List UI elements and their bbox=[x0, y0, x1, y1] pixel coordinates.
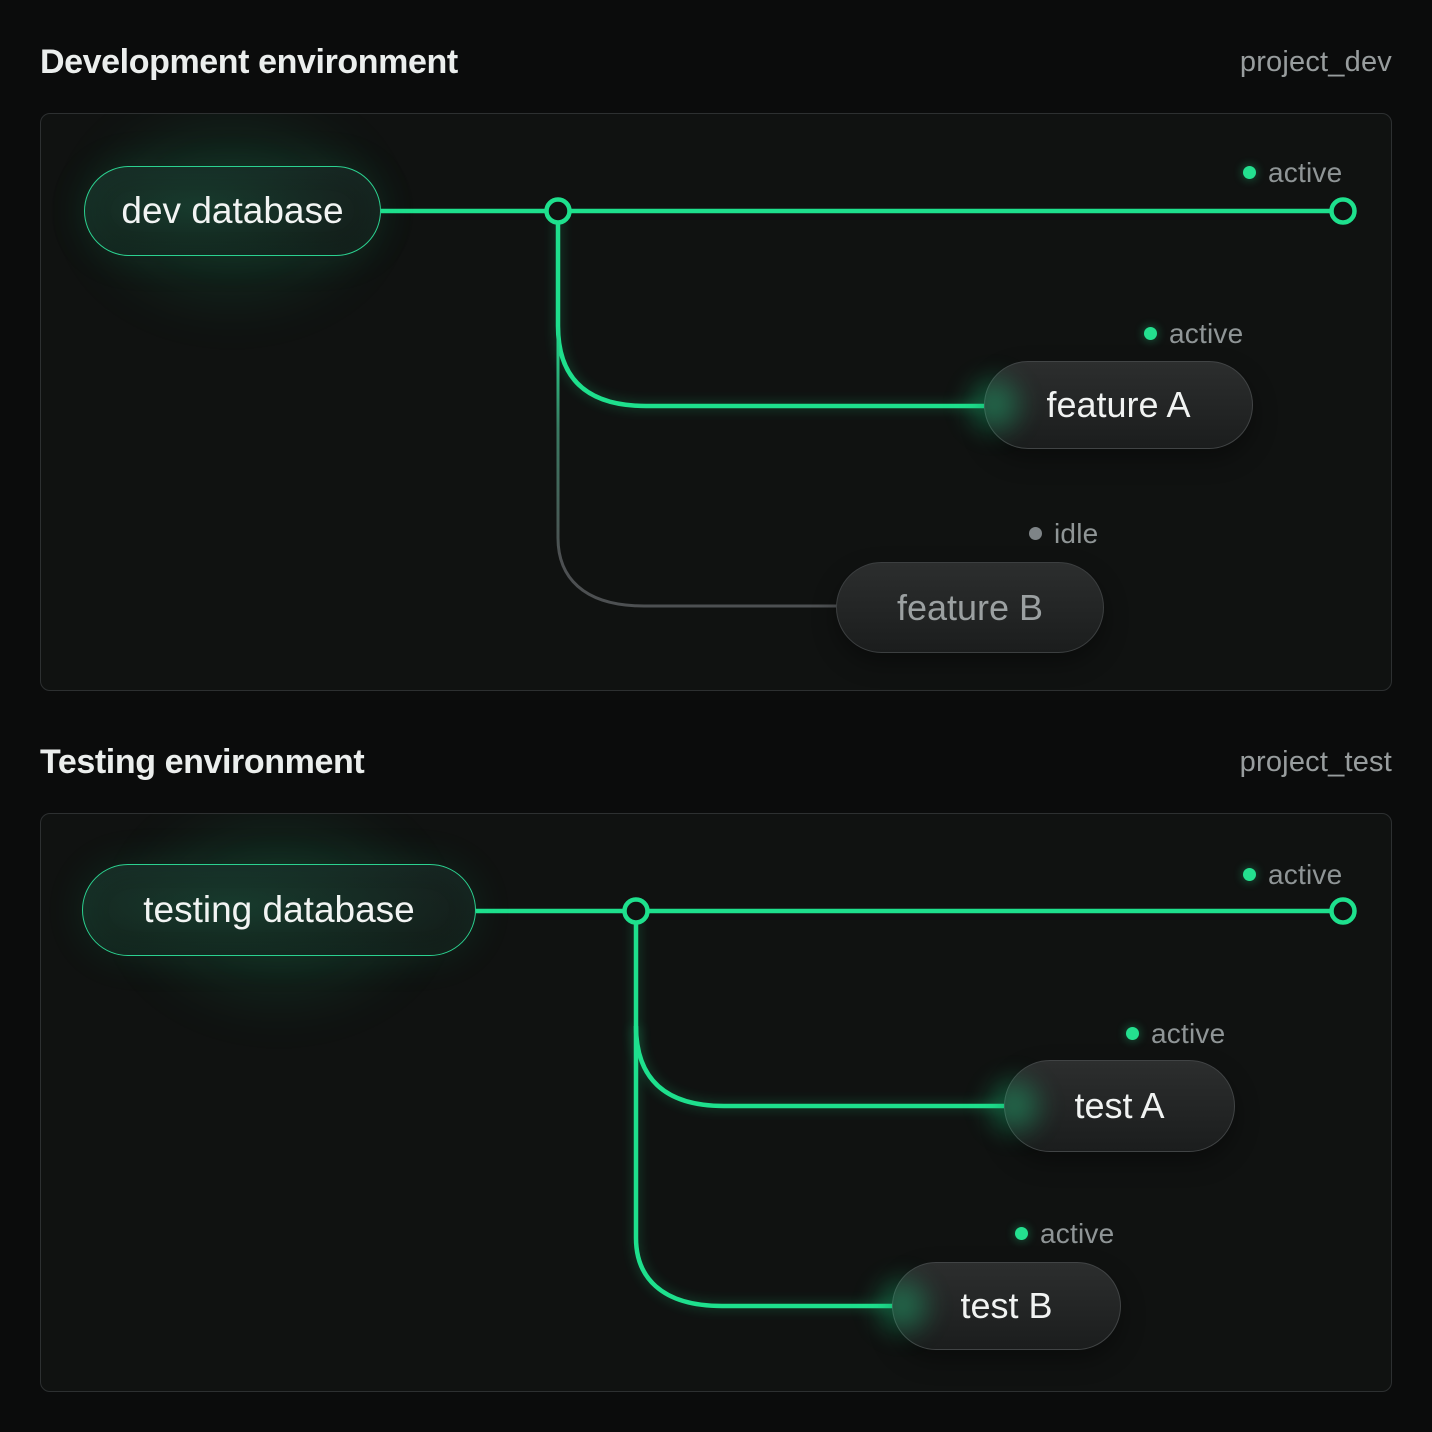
test-a-status: active bbox=[1126, 1017, 1225, 1050]
feature-b-node[interactable]: feature B bbox=[836, 562, 1104, 653]
test-branch-lines bbox=[476, 897, 1357, 1312]
test-section-title: Testing environment bbox=[40, 742, 365, 781]
dev-section-title: Development environment bbox=[40, 42, 458, 81]
dev-environment-panel: dev database feature A feature B active … bbox=[40, 113, 1392, 691]
dev-database-label: dev database bbox=[121, 190, 344, 231]
dev-database-node[interactable]: dev database bbox=[84, 166, 381, 256]
feature-a-line-halo bbox=[552, 211, 984, 412]
feature-a-line bbox=[555, 211, 984, 409]
testing-database-node[interactable]: testing database bbox=[82, 864, 476, 956]
dev-branch-lines bbox=[381, 197, 1357, 608]
status-dot-icon bbox=[1243, 166, 1256, 179]
test-b-line-halo bbox=[630, 1026, 893, 1312]
dev-section-header: Development environment project_dev bbox=[40, 40, 1392, 84]
dev-main-status: active bbox=[1243, 156, 1342, 189]
dev-project-label: project_dev bbox=[1239, 45, 1392, 78]
feature-a-label: feature A bbox=[1046, 384, 1191, 425]
test-junction-node bbox=[622, 897, 650, 925]
test-section-header: Testing environment project_test bbox=[40, 740, 1392, 784]
test-endpoint-node bbox=[1329, 897, 1357, 925]
test-b-status: active bbox=[1015, 1217, 1114, 1250]
status-dot-icon bbox=[1144, 327, 1157, 340]
dev-junction-node bbox=[544, 197, 572, 225]
status-label: idle bbox=[1054, 517, 1099, 549]
feature-b-status: idle bbox=[1029, 517, 1098, 550]
test-a-label: test A bbox=[1074, 1085, 1165, 1126]
dev-endpoint-node bbox=[1329, 197, 1357, 225]
test-project-label: project_test bbox=[1239, 745, 1392, 778]
test-environment-panel: testing database test A test B active ac… bbox=[40, 813, 1392, 1392]
status-label: active bbox=[1151, 1017, 1226, 1049]
test-a-line-halo bbox=[630, 911, 1004, 1112]
status-label: active bbox=[1268, 858, 1343, 890]
test-b-label: test B bbox=[960, 1285, 1053, 1326]
feature-b-line bbox=[556, 326, 837, 608]
test-a-line bbox=[633, 911, 1004, 1109]
testing-database-label: testing database bbox=[143, 889, 415, 930]
status-label: active bbox=[1169, 317, 1244, 349]
feature-a-status: active bbox=[1144, 317, 1243, 350]
feature-a-node[interactable]: feature A bbox=[984, 361, 1253, 449]
test-b-line bbox=[633, 1026, 893, 1309]
test-main-status: active bbox=[1243, 858, 1342, 891]
status-dot-icon bbox=[1029, 527, 1042, 540]
status-dot-icon bbox=[1243, 868, 1256, 881]
test-b-node[interactable]: test B bbox=[892, 1262, 1121, 1350]
status-label: active bbox=[1268, 156, 1343, 188]
test-a-node[interactable]: test A bbox=[1004, 1060, 1235, 1152]
status-label: active bbox=[1040, 1217, 1115, 1249]
feature-b-label: feature B bbox=[896, 586, 1044, 628]
status-dot-icon bbox=[1126, 1027, 1139, 1040]
status-dot-icon bbox=[1015, 1227, 1028, 1240]
